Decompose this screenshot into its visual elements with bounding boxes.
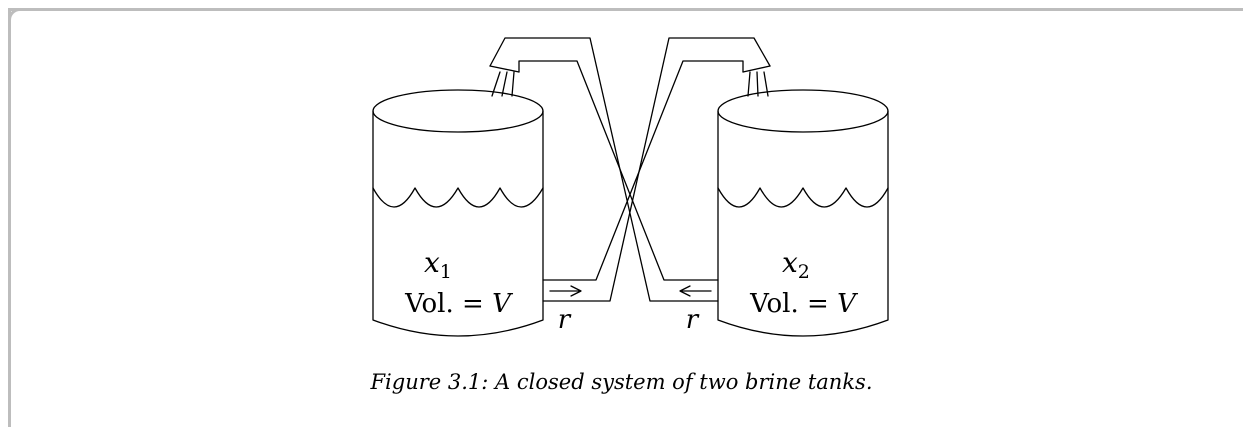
stream-into-left-tank [491,71,515,97]
tank-right-volume-label: Vol. = V [749,289,858,319]
tank-right-body [717,110,889,337]
flow-rate-right-label: r [686,305,700,335]
pipe-left-to-right-outer [542,37,771,302]
brine-tanks-diagram: x1 Vol. = V x2 Vol. = V r r [372,37,889,337]
pipe-left-to-right [542,37,771,302]
pipe-right-to-left-spout [489,65,520,73]
frame-top-border [8,8,1243,11]
flow-arrow-right [549,285,582,297]
tank-left [372,89,544,337]
tank-right-top [717,89,889,133]
pipe-left-to-right-inner [542,60,744,281]
flow-arrow-left [679,285,712,297]
stream-into-right-tank [747,71,769,97]
tank-left-concentration-label: x1 [424,246,452,283]
tank-left-body [372,110,544,337]
frame-corner [8,8,22,22]
tank-right-concentration-label: x2 [782,246,810,283]
tank-left-water-surface [372,187,544,208]
frame-left-border [8,8,11,427]
tank-left-top [372,89,544,133]
pipe-right-to-left [489,37,719,302]
flow-rate-left-label: r [558,305,572,335]
pipe-left-to-right-spout [742,65,771,73]
pipe-right-to-left-outer [489,37,719,302]
tank-left-volume-label: Vol. = V [404,289,513,319]
figure-caption: Figure 3.1: A closed system of two brine… [370,370,873,394]
tank-right-water-surface [717,187,889,208]
tank-right [717,89,889,337]
pipe-right-to-left-inner [518,60,719,281]
